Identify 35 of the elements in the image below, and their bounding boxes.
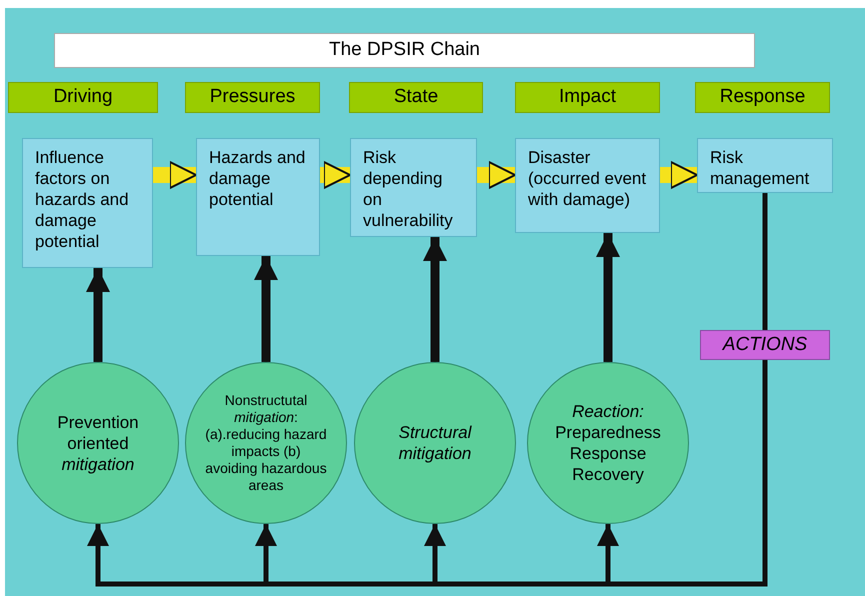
node-text: Nonstructutal mitigation: (a).reducing hazard impacts (b) avoiding hazardous areas xyxy=(205,392,327,494)
node-text: Hazards and damage potential xyxy=(209,147,306,210)
category-header xyxy=(349,82,483,113)
block-arrow xyxy=(660,161,698,189)
node-text: Impact xyxy=(558,85,616,110)
category-header xyxy=(185,82,320,113)
node-text: Prevention oriented mitigation xyxy=(56,412,140,474)
node-text: ACTIONS xyxy=(722,332,808,357)
node-text: Pressures xyxy=(210,85,296,110)
action-box xyxy=(700,330,830,360)
node-text: Response xyxy=(720,85,806,110)
node-text: Influence factors on hazards and damage potential xyxy=(35,147,130,252)
arrow xyxy=(596,233,620,362)
block-arrow xyxy=(477,161,516,189)
category-header xyxy=(695,82,830,113)
arrow xyxy=(423,237,447,362)
process-box xyxy=(350,138,477,237)
node-text: Risk depending on vulnerability xyxy=(363,147,454,231)
arrow xyxy=(254,256,278,362)
process-box xyxy=(22,138,153,268)
node-text: Reaction: Preparedness Response Recovery xyxy=(554,401,662,485)
node-text: Disaster (occurred event with damage) xyxy=(528,147,647,210)
title-banner: The DPSIR Chain xyxy=(54,33,755,68)
arrow xyxy=(86,268,110,362)
node-text: Driving xyxy=(53,85,113,110)
node-text: Structural mitigation xyxy=(398,422,473,464)
process-box xyxy=(196,138,320,256)
block-arrow xyxy=(320,161,351,189)
category-header xyxy=(515,82,660,113)
node-text: Risk management xyxy=(710,147,810,189)
node-text: State xyxy=(394,85,438,110)
process-box xyxy=(697,138,833,193)
category-header xyxy=(8,82,158,113)
process-box xyxy=(515,138,660,233)
block-arrow xyxy=(153,161,197,189)
